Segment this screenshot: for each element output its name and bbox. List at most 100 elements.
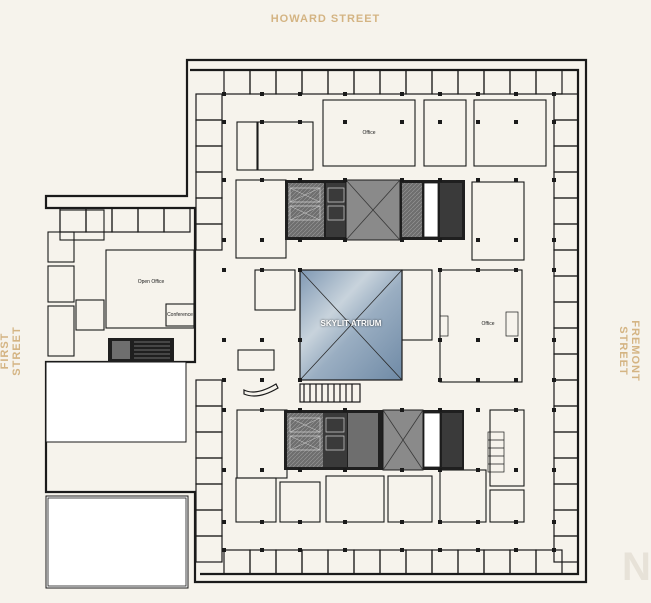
column bbox=[552, 378, 556, 382]
office-room bbox=[85, 207, 113, 233]
office-room bbox=[553, 457, 579, 485]
office-room bbox=[483, 69, 511, 95]
column bbox=[222, 238, 226, 242]
column bbox=[514, 178, 518, 182]
office-room bbox=[379, 549, 407, 575]
office-room bbox=[405, 549, 433, 575]
column bbox=[260, 178, 264, 182]
label-office-north: Office bbox=[362, 130, 376, 136]
column bbox=[476, 338, 480, 342]
plaza-areas bbox=[45, 361, 189, 589]
office-room bbox=[553, 353, 579, 381]
office-room bbox=[553, 379, 579, 407]
office-room bbox=[457, 549, 485, 575]
column bbox=[552, 238, 556, 242]
column bbox=[438, 408, 442, 412]
office-room bbox=[553, 119, 579, 147]
svg-text:N: N bbox=[622, 545, 651, 589]
office-room bbox=[509, 549, 537, 575]
column bbox=[552, 408, 556, 412]
column bbox=[400, 548, 404, 552]
column bbox=[343, 408, 347, 412]
office-room bbox=[195, 119, 223, 147]
column bbox=[298, 92, 302, 96]
office-room bbox=[301, 549, 329, 575]
office-room bbox=[553, 301, 579, 329]
office-room bbox=[163, 207, 191, 233]
column bbox=[260, 92, 264, 96]
office-room bbox=[553, 431, 579, 459]
column bbox=[476, 120, 480, 124]
office-room bbox=[249, 549, 277, 575]
office-room bbox=[195, 483, 223, 511]
column bbox=[438, 92, 442, 96]
column bbox=[260, 548, 264, 552]
office-room bbox=[431, 549, 459, 575]
office-room bbox=[327, 549, 355, 575]
column bbox=[298, 338, 302, 342]
office-room bbox=[553, 509, 579, 537]
column bbox=[400, 408, 404, 412]
column bbox=[343, 520, 347, 524]
reception-desk bbox=[243, 383, 361, 403]
column bbox=[400, 468, 404, 472]
column bbox=[222, 178, 226, 182]
offices-east bbox=[553, 93, 579, 563]
office-room bbox=[111, 207, 139, 233]
office-room bbox=[195, 509, 223, 537]
office-room bbox=[457, 69, 485, 95]
columns bbox=[222, 92, 556, 552]
office-room bbox=[301, 69, 329, 95]
column bbox=[476, 408, 480, 412]
column bbox=[438, 520, 442, 524]
column bbox=[514, 378, 518, 382]
office-room bbox=[195, 457, 223, 485]
column bbox=[438, 178, 442, 182]
column bbox=[476, 468, 480, 472]
column bbox=[438, 548, 442, 552]
office-room bbox=[195, 145, 223, 173]
column bbox=[222, 468, 226, 472]
office-room bbox=[353, 69, 381, 95]
column bbox=[400, 120, 404, 124]
column bbox=[476, 178, 480, 182]
column bbox=[438, 338, 442, 342]
column bbox=[343, 238, 347, 242]
offices-south bbox=[223, 549, 563, 575]
office-room bbox=[249, 69, 277, 95]
office-room bbox=[431, 69, 459, 95]
office-room bbox=[223, 549, 251, 575]
column bbox=[222, 268, 226, 272]
column bbox=[514, 238, 518, 242]
office-room bbox=[553, 483, 579, 511]
column bbox=[514, 520, 518, 524]
office-room bbox=[223, 69, 251, 95]
office-room bbox=[195, 535, 223, 563]
column bbox=[552, 92, 556, 96]
column bbox=[400, 92, 404, 96]
office-room bbox=[553, 327, 579, 355]
column bbox=[476, 92, 480, 96]
office-room bbox=[275, 549, 303, 575]
column bbox=[514, 268, 518, 272]
column bbox=[438, 378, 442, 382]
column bbox=[298, 520, 302, 524]
skylit-atrium bbox=[299, 269, 403, 381]
office-room bbox=[553, 145, 579, 173]
column bbox=[438, 468, 442, 472]
column bbox=[552, 338, 556, 342]
column bbox=[343, 120, 347, 124]
column bbox=[552, 268, 556, 272]
office-room bbox=[553, 197, 579, 225]
column bbox=[343, 548, 347, 552]
column bbox=[400, 178, 404, 182]
column bbox=[476, 378, 480, 382]
column bbox=[298, 468, 302, 472]
workstations bbox=[439, 311, 519, 473]
column bbox=[222, 338, 226, 342]
column bbox=[298, 178, 302, 182]
office-room bbox=[553, 171, 579, 199]
label-atrium: SKYLIT ATRIUM bbox=[320, 319, 382, 328]
office-room bbox=[553, 275, 579, 303]
office-room bbox=[59, 207, 87, 233]
